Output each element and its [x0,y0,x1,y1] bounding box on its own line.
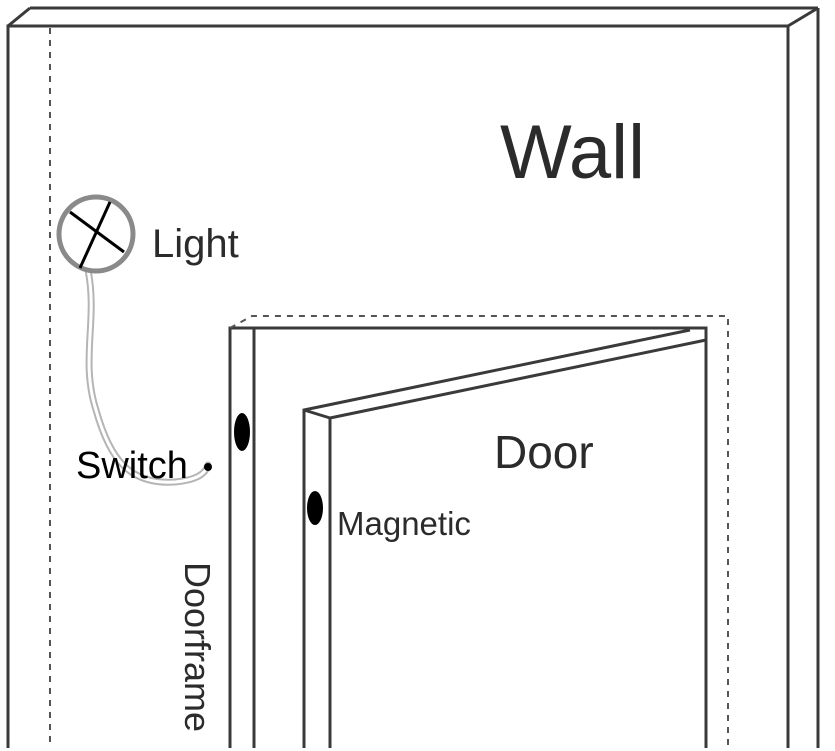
doorframe-dashed-top [229,315,729,748]
light-label: Light [152,222,239,266]
switch-label: Switch [76,445,188,487]
wire-core [86,268,210,484]
door-label: Door [494,426,594,478]
magnetic-label: Magnetic [337,505,471,542]
door [302,328,707,748]
switch-contact-icon [204,463,212,471]
wall-top-edge-left [7,6,31,28]
door-inner-edge [328,338,707,748]
wall-label: Wall [500,110,645,195]
wall-outline [6,24,790,748]
doorframe-label: Doorframe [177,562,218,732]
wall-corner-edge [787,6,819,28]
wall-panel [6,6,820,748]
frame-sensor-icon [234,413,250,451]
doorframe-outer [228,326,708,748]
light-icon [56,194,136,274]
doorframe [228,315,729,748]
door-corner-edge [303,408,331,420]
door-magnet-icon [307,491,323,525]
